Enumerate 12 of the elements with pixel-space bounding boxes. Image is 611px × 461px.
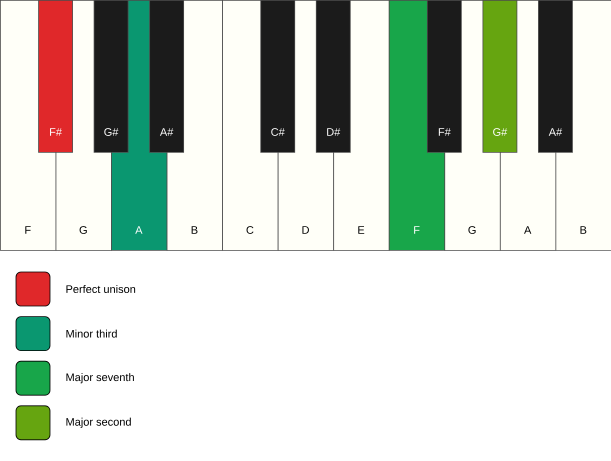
piano-key: G# <box>482 0 518 153</box>
piano-key: C# <box>260 0 296 153</box>
piano-key: F# <box>38 0 73 153</box>
piano-key: G# <box>94 0 128 153</box>
piano-key: F# <box>426 0 462 153</box>
piano-key: A# <box>538 0 573 153</box>
legend-label: Major second <box>66 418 131 428</box>
legend-label: Perfect unison <box>66 284 136 294</box>
legend-label: Major seventh <box>66 373 134 384</box>
piano-key: D# <box>316 0 351 153</box>
piano-key: A# <box>149 0 184 153</box>
legend-label: Minor third <box>66 330 117 338</box>
